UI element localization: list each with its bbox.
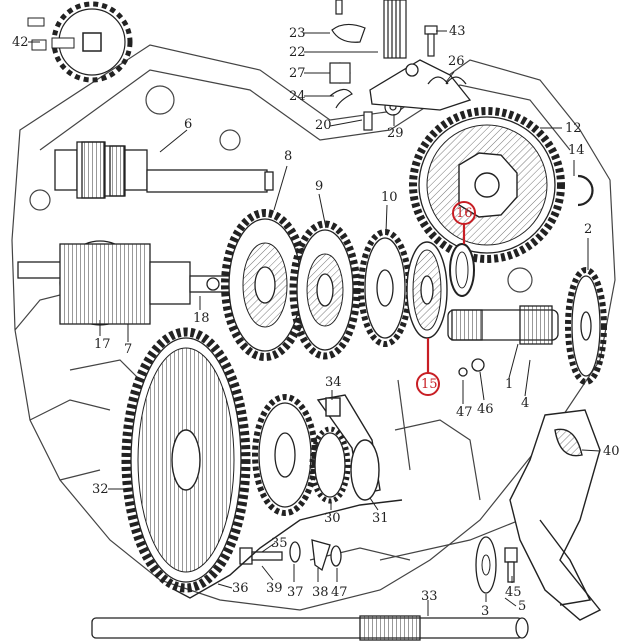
- part-label-23: 23: [289, 26, 306, 41]
- gear-12: [409, 107, 565, 263]
- part-label-40: 40: [603, 444, 620, 459]
- part-label-31: 31: [372, 511, 389, 526]
- part-label-46: 46: [477, 402, 494, 417]
- part-label-39: 39: [266, 581, 283, 596]
- part-label-3: 3: [481, 604, 490, 619]
- selector-bracket-26: [369, 59, 472, 111]
- shaft-1: [447, 305, 559, 377]
- part-label-4: 4: [521, 396, 530, 411]
- highlight-16: [452, 201, 476, 244]
- part-label-36: 36: [232, 581, 249, 596]
- part-label-35: 35: [271, 536, 288, 551]
- ring-16: [449, 243, 475, 297]
- washer-3: [475, 536, 497, 594]
- layshaft-6: [54, 141, 274, 199]
- gear-2: [565, 267, 607, 385]
- part-label-30: 30: [324, 511, 341, 526]
- part-label-34: 34: [325, 375, 342, 390]
- shaft-top: [331, 0, 438, 59]
- part-label-16: 16: [456, 206, 473, 221]
- small-parts-center: [329, 62, 402, 131]
- small-parts-bottom: [239, 539, 342, 572]
- part-label-8: 8: [284, 149, 293, 164]
- leader-lines: [28, 30, 601, 616]
- circlip-14: [577, 174, 594, 207]
- part-label-32: 32: [92, 482, 109, 497]
- part-label-33: 33: [421, 589, 438, 604]
- gear-37: [252, 394, 318, 516]
- part-label-20: 20: [315, 118, 332, 133]
- part-label-7: 7: [124, 342, 133, 357]
- thrust-washer-15: [406, 241, 448, 339]
- sprocket-42: [51, 1, 133, 83]
- part-label-5: 5: [518, 599, 527, 614]
- part-label-43: 43: [449, 24, 466, 39]
- part-label-6: 6: [184, 117, 193, 132]
- part-label-10: 10: [381, 190, 398, 205]
- part-label-42: 42: [12, 35, 29, 50]
- gear-32: [121, 327, 251, 593]
- bolt-45: [504, 547, 518, 583]
- part-label-47-bottom: 47: [331, 585, 348, 600]
- part-label-26: 26: [448, 54, 465, 69]
- part-label-2: 2: [584, 222, 593, 237]
- highlight-15: [416, 338, 440, 396]
- crankcase-outline: [11, 44, 616, 611]
- part-label-47-right: 47: [456, 405, 473, 420]
- part-label-27: 27: [289, 66, 306, 81]
- gear-30: [309, 426, 351, 504]
- spring-36: [174, 499, 403, 599]
- part-label-37: 37: [287, 585, 304, 600]
- bracket-40: [509, 409, 602, 621]
- part-label-24: 24: [289, 89, 306, 104]
- part-label-22: 22: [289, 45, 306, 60]
- part-label-17: 17: [94, 337, 111, 352]
- part-label-15: 15: [421, 377, 438, 392]
- part-label-12: 12: [565, 121, 582, 136]
- part-label-38: 38: [312, 585, 329, 600]
- bolt-42: [27, 17, 47, 51]
- part-label-29: 29: [387, 126, 404, 141]
- lever-31: [316, 394, 381, 501]
- gear-9: [289, 220, 361, 360]
- part-label-9: 9: [315, 179, 324, 194]
- part-label-14: 14: [568, 143, 585, 158]
- gear-10: [358, 229, 412, 347]
- mainshaft-7: [17, 240, 231, 326]
- part-label-45: 45: [505, 585, 522, 600]
- part-label-1: 1: [505, 377, 514, 392]
- shaft-33: [91, 615, 529, 641]
- part-label-18: 18: [193, 311, 210, 326]
